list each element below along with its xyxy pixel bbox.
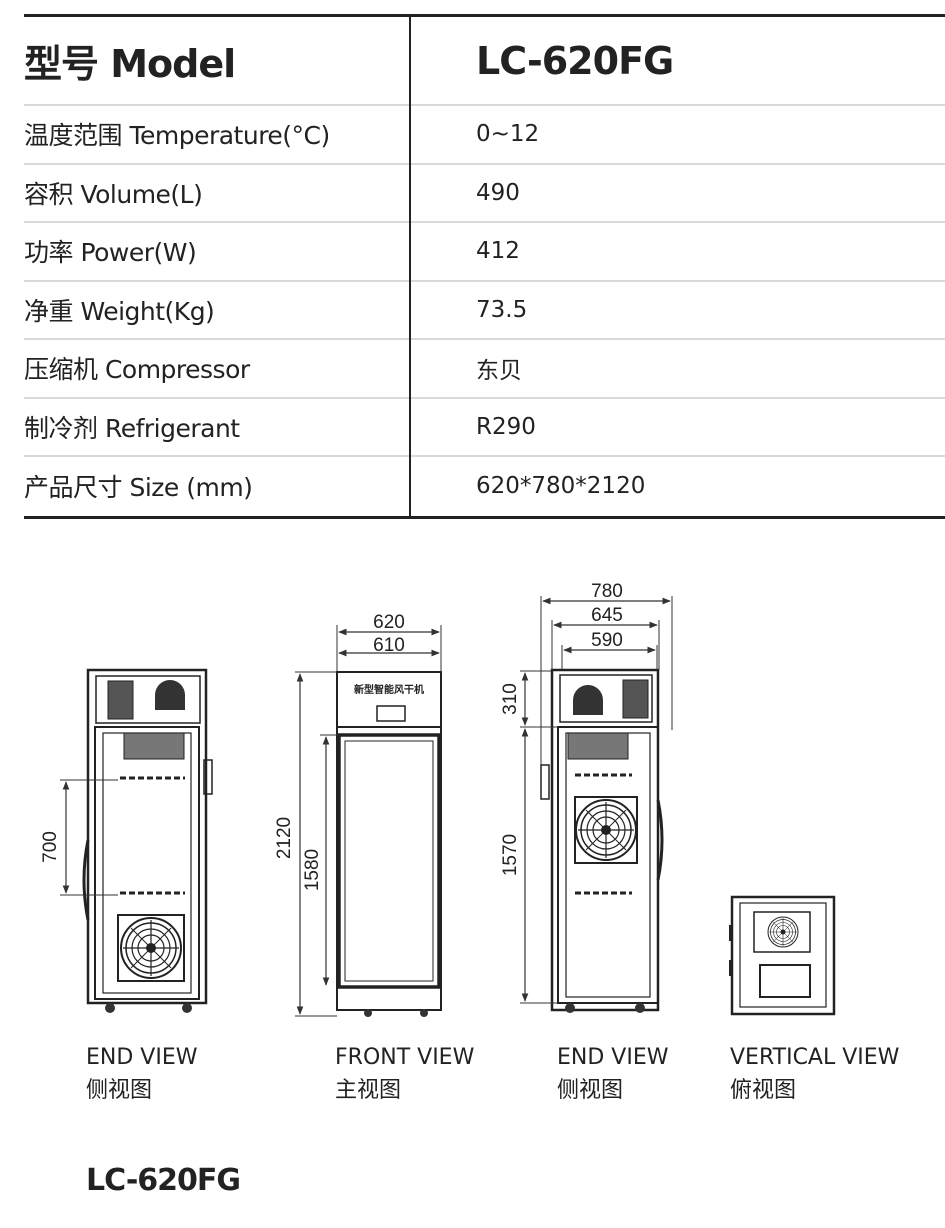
spec-value: 490: [476, 179, 520, 206]
spec-label: 压缩机 Compressor: [24, 355, 250, 385]
front-panel-text: 新型智能风干机: [354, 683, 424, 696]
caption-zh: 主视图: [335, 1078, 402, 1103]
end-view-right-drawing: 780 645 590 310 1570: [500, 581, 673, 1013]
dim-1580-label: 1580: [302, 849, 323, 891]
caption-en: END VIEW: [86, 1045, 198, 1070]
dim-620-label: 620: [373, 612, 405, 633]
spec-value: R290: [476, 413, 536, 440]
dim-700-label: 700: [40, 831, 61, 863]
caption-vertical-view: VERTICAL VIEW 俯视图: [730, 1041, 899, 1107]
caption-end-view-1: END VIEW 侧视图: [86, 1041, 197, 1107]
dim-2120-label: 2120: [274, 817, 295, 859]
spec-value: 东贝: [476, 358, 522, 385]
spec-row-compressor: 压缩机 Compressor 东贝: [24, 340, 945, 399]
spec-row-power: 功率 Power(W) 412: [24, 223, 945, 282]
spec-row-temperature: 温度范围 Temperature(°C) 0~12: [24, 106, 945, 165]
spec-row-volume: 容积 Volume(L) 490: [24, 165, 945, 223]
caption-en: END VIEW: [557, 1045, 669, 1070]
spec-value: 412: [476, 238, 520, 265]
dim-590-label: 590: [591, 630, 623, 651]
caption-en: VERTICAL VIEW: [730, 1045, 900, 1070]
spec-value: 73.5: [476, 296, 528, 323]
footer-model-number: LC-620FG: [86, 1163, 241, 1198]
spec-value: 620*780*2120: [476, 473, 646, 500]
dim-1570-label: 1570: [500, 834, 521, 876]
spec-value: 0~12: [476, 121, 540, 148]
caption-zh: 侧视图: [86, 1078, 153, 1103]
dim-780-label: 780: [591, 581, 623, 602]
dim-610-label: 610: [373, 635, 405, 656]
spec-label: 容积 Volume(L): [24, 179, 203, 209]
spec-label: 功率 Power(W): [24, 238, 197, 268]
caption-en: FRONT VIEW: [335, 1045, 475, 1070]
dim-645-label: 645: [591, 605, 623, 626]
spec-row-size: 产品尺寸 Size (mm) 620*780*2120: [24, 457, 945, 516]
front-view-drawing: 新型智能风干机 620 610 2120 1580: [274, 612, 442, 1017]
spec-table: 型号 Model LC-620FG 温度范围 Temperature(°C) 0…: [24, 14, 945, 519]
spec-label: 制冷剂 Refrigerant: [24, 413, 240, 443]
dim-310-label: 310: [500, 683, 521, 715]
vertical-view-drawing: [729, 895, 836, 1016]
spec-header-row: 型号 Model LC-620FG: [24, 17, 945, 106]
caption-zh: 俯视图: [730, 1078, 797, 1103]
spec-row-refrigerant: 制冷剂 Refrigerant R290: [24, 399, 945, 457]
end-view-left-drawing: 700: [40, 668, 213, 1013]
spec-row-weight: 净重 Weight(Kg) 73.5: [24, 282, 945, 340]
spec-label: 净重 Weight(Kg): [24, 296, 215, 326]
model-number: LC-620FG: [476, 38, 674, 83]
caption-zh: 侧视图: [557, 1078, 624, 1103]
caption-end-view-2: END VIEW 侧视图: [557, 1041, 668, 1107]
caption-front-view: FRONT VIEW 主视图: [335, 1041, 474, 1107]
spec-header-label: 型号 Model: [24, 42, 236, 86]
table-column-divider: [409, 17, 411, 516]
spec-label: 产品尺寸 Size (mm): [24, 473, 253, 503]
technical-drawings: 700 新型智能风干机 620 610 2120 1580: [40, 581, 836, 1017]
spec-label: 温度范围 Temperature(°C): [24, 121, 330, 151]
